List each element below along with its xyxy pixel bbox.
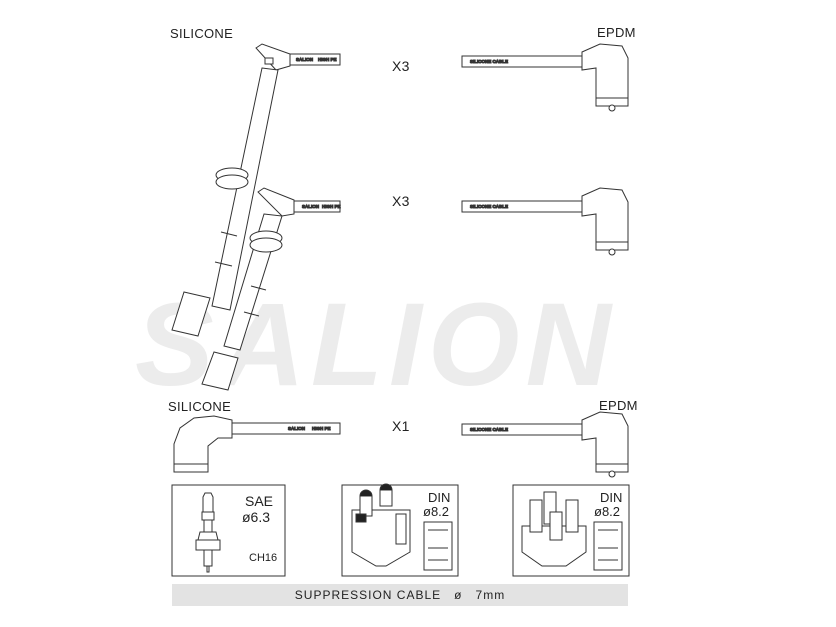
quantity-row-2: X3 — [392, 193, 410, 209]
svg-text:SILICONE CABLE: SILICONE CABLE — [470, 204, 508, 209]
spark-plug-standard: SAE — [245, 493, 274, 509]
svg-text:SALION: SALION — [296, 57, 313, 62]
footer-diameter-symbol: ø — [454, 588, 463, 602]
epdm-lead-1: SILICONE CABLE — [461, 43, 629, 112]
distributor-2-diameter: ø8.2 — [594, 504, 621, 519]
footer-caption: SUPPRESSION CABLE ø 7mm — [172, 588, 628, 602]
epdm-label-top: EPDM — [597, 25, 636, 40]
spark-plug-diameter: ø6.3 — [242, 509, 271, 525]
silicone-lead-coil: SALION HIGH PE — [173, 415, 341, 473]
svg-text:HIGH PE: HIGH PE — [312, 426, 331, 431]
footer-size: 7mm — [475, 588, 506, 602]
quantity-row-1: X3 — [392, 58, 410, 74]
epdm-lead-2: SILICONE CABLE — [461, 187, 629, 256]
svg-text:SALION: SALION — [288, 426, 305, 431]
silicone-label-bottom: SILICONE — [168, 399, 232, 414]
epdm-lead-3: SILICONE CABLE — [461, 411, 629, 478]
distributor-1-diameter: ø8.2 — [423, 504, 450, 519]
distributor-1-standard: DIN — [428, 490, 451, 505]
distributor-2-standard: DIN — [600, 490, 623, 505]
svg-text:SILICONE CABLE: SILICONE CABLE — [470, 59, 508, 64]
distributor-cap-icon-2 — [521, 491, 623, 571]
spark-plug-icon — [195, 492, 221, 573]
silicone-label-top: SILICONE — [170, 26, 234, 41]
spark-plug-code: CH16 — [249, 552, 278, 564]
svg-text:SILICONE CABLE: SILICONE CABLE — [470, 427, 508, 432]
quantity-row-3: X1 — [392, 418, 410, 434]
spark-plug-box — [171, 484, 286, 577]
silicone-lead-short: SALION HIGH PE — [201, 187, 341, 391]
distributor-cap-icon-1 — [351, 483, 453, 571]
svg-text:SALION: SALION — [302, 204, 319, 209]
silicone-lead-long: SALION HIGH PE — [171, 43, 341, 337]
svg-text:HIGH PE: HIGH PE — [318, 57, 337, 62]
svg-text:HIGH PE: HIGH PE — [322, 204, 341, 209]
footer-label: SUPPRESSION CABLE — [294, 588, 442, 602]
footer-bar — [172, 584, 628, 606]
epdm-label-bottom: EPDM — [599, 398, 638, 413]
